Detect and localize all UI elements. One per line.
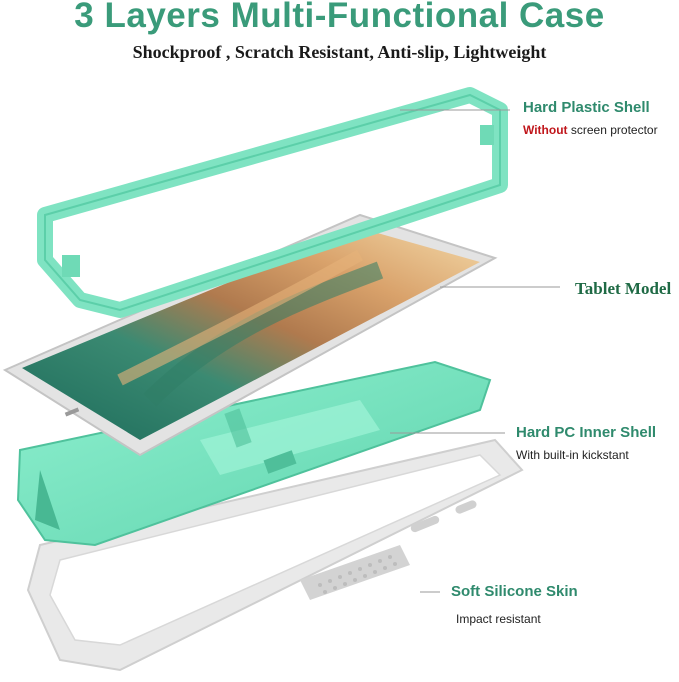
silicone-skin — [26, 438, 524, 672]
layer-title-tablet: Tablet Model — [575, 279, 672, 298]
layer-note-plastic-shell: Without screen protector — [523, 123, 658, 137]
note-emphasis: Without — [523, 123, 568, 137]
pc-inner-shell — [16, 360, 492, 547]
layer-title-silicone: Soft Silicone Skin — [451, 583, 578, 600]
plastic-shell-frame — [37, 87, 508, 318]
layer-title-plastic-shell: Hard Plastic Shell — [523, 99, 650, 116]
note-text: screen protector — [567, 123, 658, 137]
leader-lines — [390, 109, 560, 593]
tablet-model — [2, 213, 498, 457]
layer-title-inner-shell: Hard PC Inner Shell — [516, 424, 657, 441]
page-subtitle: Shockproof , Scratch Resistant, Anti-sli… — [132, 42, 547, 62]
layer-note-inner-shell: With built-in kickstant — [516, 448, 629, 462]
layer-note-silicone: Impact resistant — [456, 612, 541, 626]
page-title: 3 Layers Multi-Functional Case — [74, 0, 605, 35]
